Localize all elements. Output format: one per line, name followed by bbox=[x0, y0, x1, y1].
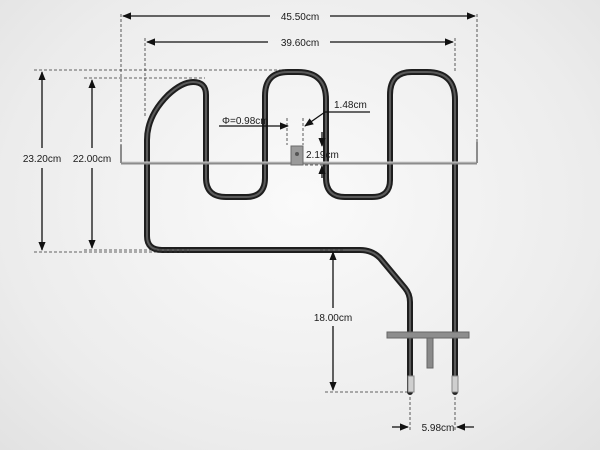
terminal-right bbox=[451, 375, 459, 393]
terminal-left bbox=[407, 375, 415, 393]
label-leg-height: 18.00cm bbox=[314, 313, 352, 324]
dimension-labels: 45.50cm 39.60cm 23.20cm 22.00cm Φ=0.98cm… bbox=[23, 12, 455, 434]
element-tube-outline bbox=[144, 69, 458, 395]
mounting-plate bbox=[386, 331, 470, 339]
element-tube-highlight bbox=[146, 71, 456, 393]
label-inner-width: 39.60cm bbox=[281, 38, 319, 49]
label-bracket-width: 1.48cm bbox=[334, 100, 367, 111]
label-inner-height: 22.00cm bbox=[73, 154, 111, 165]
heating-element bbox=[120, 69, 478, 395]
label-tube-diameter: Φ=0.98cm bbox=[222, 116, 269, 127]
dimension-lines bbox=[38, 12, 476, 431]
label-terminal-spacing: 5.98cm bbox=[422, 423, 455, 434]
mounting-tab bbox=[426, 337, 434, 369]
label-overall-height: 23.20cm bbox=[23, 154, 61, 165]
guide-lines bbox=[34, 14, 478, 430]
label-bracket-height: 2.19cm bbox=[306, 150, 339, 161]
label-overall-width: 45.50cm bbox=[281, 12, 319, 23]
